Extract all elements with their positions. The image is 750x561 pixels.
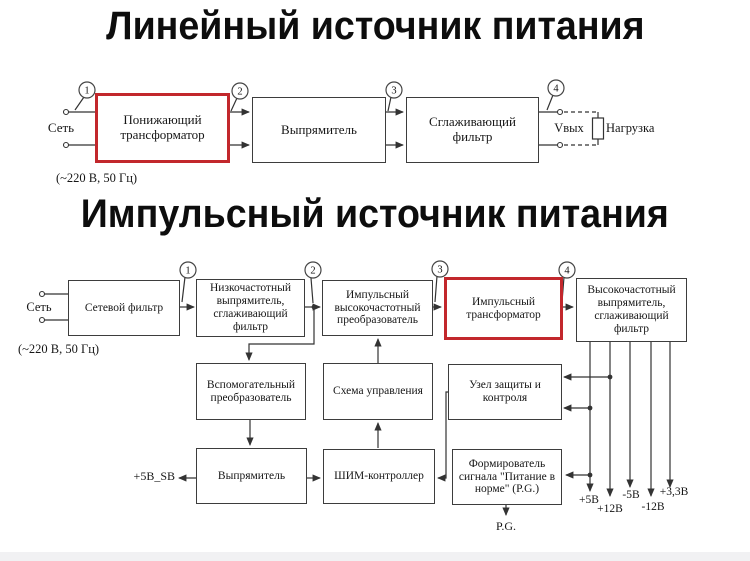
rail-minus5v-label: -5В (622, 489, 640, 501)
block-power-good-generator: Формирователь сигнала "Питание в норме" … (452, 449, 562, 505)
vout-label: Vвых (554, 121, 584, 135)
block-stepdown-transformer: Понижающий трансформатор (95, 93, 230, 163)
block-pwm-controller: ШИМ-контроллер (323, 449, 435, 504)
linear-terminals (62, 108, 564, 149)
impulse-marker-1: 1 (185, 266, 190, 277)
rail-minus12v-label: -12В (641, 501, 665, 513)
impulse-wires (44, 275, 674, 516)
power-good-label: P.G. (495, 519, 516, 533)
impulse-mains-label: Сеть (26, 300, 52, 314)
impulse-marker-4: 4 (564, 266, 570, 277)
impulse-marker-2: 2 (310, 266, 315, 277)
impulse-title: Импульсный источник питания (80, 192, 670, 236)
block-hf-converter: Импульсный высокочастотный преобразовате… (322, 280, 433, 336)
linear-mains-label: Сеть (47, 120, 75, 135)
linear-node-markers: 1 2 3 4 (78, 79, 565, 100)
linear-mains-spec: (~220 В, 50 Гц) (56, 171, 138, 185)
block-control-circuit: Схема управления (323, 363, 433, 420)
block-hf-rectifier-filter: Высокочастотный выпрямитель, сглаживающи… (576, 278, 687, 342)
block-smoothing-filter: Сглаживающий фильтр (406, 97, 539, 163)
load-resistor-symbol (591, 117, 605, 140)
load-label: Нагрузка (606, 121, 655, 135)
block-pulse-transformer: Импульсный трансформатор (444, 277, 563, 340)
linear-marker-2: 2 (237, 87, 242, 98)
impulse-terminals (38, 290, 46, 324)
block-rectifier-aux: Выпрямитель (196, 448, 307, 504)
impulse-mains-spec: (~220 В, 50 Гц) (18, 342, 100, 356)
impulse-marker-3: 3 (437, 265, 442, 276)
slide-bottom-edge (0, 552, 750, 561)
block-protection-monitoring: Узел защиты и контроля (448, 364, 562, 420)
block-mains-filter: Сетевой фильтр (68, 280, 180, 336)
rail-plus3v3-label: +3,3В (659, 486, 689, 498)
impulse-junction-dots (311, 304, 613, 478)
linear-marker-4: 4 (553, 84, 559, 95)
standby-rail-label: +5В_SB (133, 469, 175, 483)
linear-marker-1: 1 (84, 86, 89, 97)
linear-title: Линейный источник питания (105, 4, 645, 48)
rail-plus5v-label: +5В (579, 494, 599, 506)
linear-wires (68, 94, 605, 149)
impulse-node-markers: 1 2 3 4 (179, 260, 576, 279)
block-auxiliary-converter: Вспомогательный преобразователь (196, 363, 306, 420)
block-rectifier-linear: Выпрямитель (252, 97, 386, 163)
linear-marker-3: 3 (391, 86, 396, 97)
block-lf-rectifier-filter: Низкочастотный выпрямитель, сглаживающий… (196, 279, 305, 337)
rail-plus12v-label: +12В (597, 503, 623, 515)
